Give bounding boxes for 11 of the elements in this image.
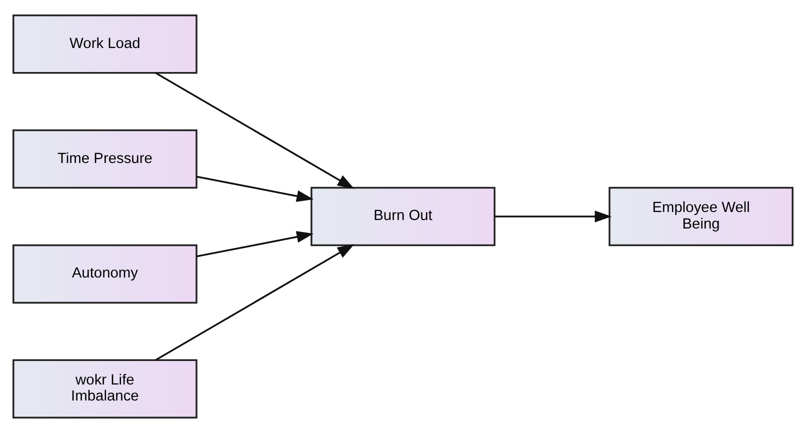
arrow (155, 72, 354, 189)
arrow (155, 244, 354, 361)
node-box: Autonomy (12, 244, 198, 304)
node-box: Burn Out (310, 186, 496, 246)
arrow (196, 231, 314, 258)
arrow (494, 210, 612, 222)
node-box: Employee Well Being (608, 186, 794, 246)
arrow (196, 176, 314, 202)
node-box: Work Load (12, 14, 198, 74)
node-box: wokr Life Imbalance (12, 359, 198, 419)
node-box: Time Pressure (12, 129, 198, 189)
